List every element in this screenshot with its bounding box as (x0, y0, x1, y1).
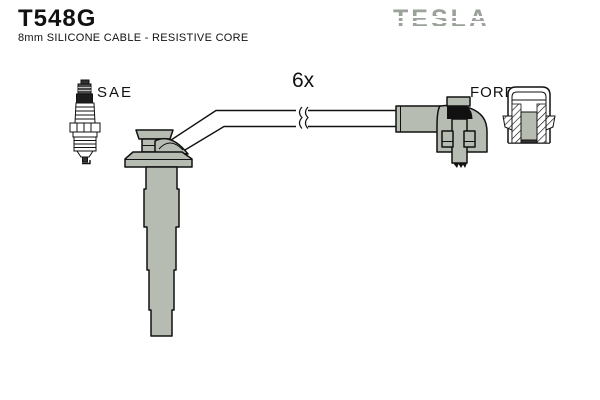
break-mark (304, 106, 309, 129)
cable-spec: 8mm SILICONE CABLE - RESISTIVE CORE (18, 32, 249, 44)
logo-stripe (393, 16, 517, 18)
cable-bend-section (447, 106, 473, 119)
ford-socket-cross-section-icon (502, 86, 556, 144)
hatched-wall (536, 103, 547, 144)
sae-label: SAE (97, 84, 134, 101)
latch-tab (441, 130, 454, 148)
quantity-label: 6x (292, 69, 315, 92)
break-mark (298, 106, 303, 129)
terminal-prongs (453, 163, 467, 168)
hatched-wall (511, 103, 522, 144)
logo-stripe (393, 21, 517, 23)
logo-stripe (393, 26, 517, 28)
ford-angled-boot-icon (395, 96, 488, 168)
latch-tab (463, 130, 476, 148)
spark-plug-icon (69, 79, 101, 165)
side-barb (545, 115, 556, 131)
side-barb (502, 115, 513, 131)
coil-boot-icon (124, 129, 193, 337)
part-number: T548G (18, 5, 97, 32)
tesla-logo-text: TESLA (393, 5, 490, 33)
tesla-logo: TESLA (393, 5, 517, 33)
center-post (520, 111, 538, 141)
ford-label: FORD (470, 84, 517, 101)
ignition-cable-icon (166, 106, 398, 154)
